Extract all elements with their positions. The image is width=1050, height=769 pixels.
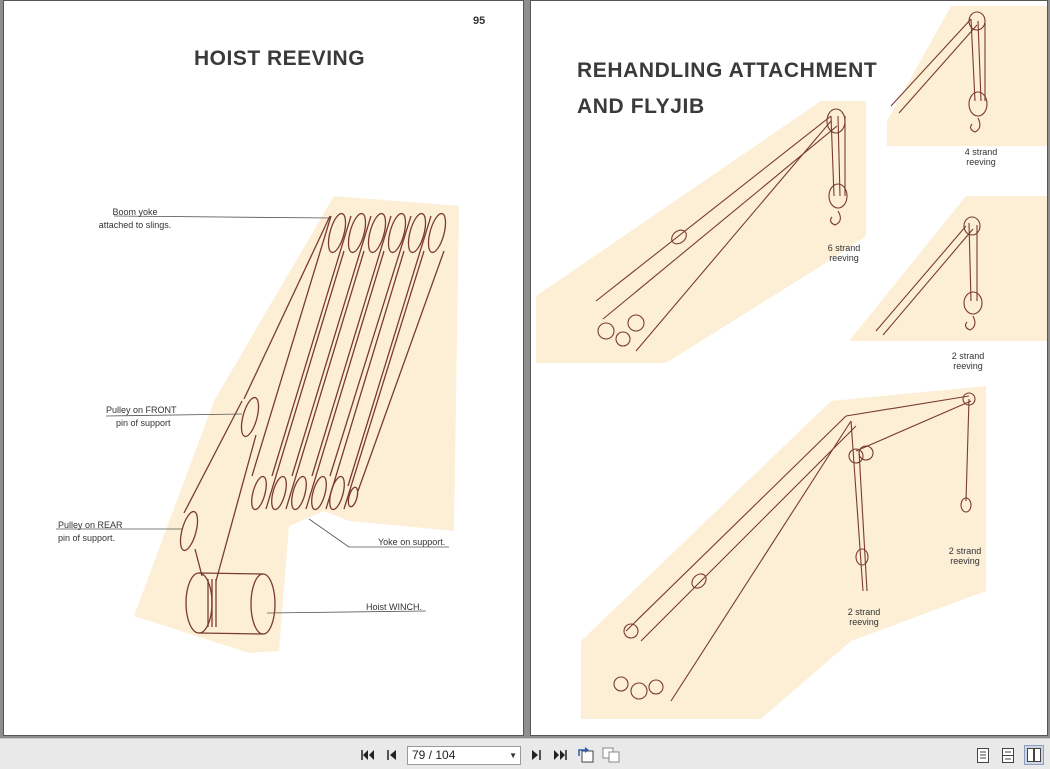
label-2-strand-boom: 2 strand reeving [834,606,894,629]
label-pulley-front-line1: Pulley on FRONT [106,405,177,415]
page-number-value: 79 / 104 [412,748,456,762]
document-viewer: 95 HOIST REEVING [0,0,1050,738]
label-hoist-winch: Hoist WINCH. [366,602,422,612]
two-page-view-icon[interactable] [1024,745,1044,765]
label-pulley-rear-line1: Pulley on REAR [58,520,123,530]
last-page-icon[interactable] [551,746,569,764]
label-2-strand-small-line1: 2 strand [951,351,985,361]
page-title: REHANDLING ATTACHMENT AND FLYJIB [577,53,877,125]
label-pulley-rear: Pulley on REAR pin of support. [58,519,123,545]
label-pulley-front-line2: pin of support [116,418,171,428]
page-number: 95 [473,15,486,27]
label-6-strand: 6 strand reeving [814,242,874,265]
navigation-toolbar: 79 / 104 ▼ [0,738,1050,769]
right-page: 97 REHANDLING ATTACHMENT AND FLYJIB [530,0,1048,736]
page-title-line2: AND FLYJIB [577,95,705,118]
rotate-page-icon[interactable] [577,746,595,764]
label-2-strand-small-line2: reeving [953,361,983,371]
label-4-strand-line1: 4 strand [964,147,998,157]
next-page-icon[interactable] [527,746,545,764]
label-4-strand: 4 strand reeving [951,146,1011,169]
label-boom-yoke: Boom yoke attached to slings. [90,206,180,232]
label-2-strand-flyjib-line1: 2 strand [948,546,982,556]
label-4-strand-line2: reeving [966,157,996,167]
page-title-line1: REHANDLING ATTACHMENT [577,59,878,82]
page-title: HOIST REEVING [194,47,366,70]
page-number-field[interactable]: 79 / 104 ▼ [407,746,521,765]
left-page: 95 HOIST REEVING [3,0,524,736]
chevron-down-icon[interactable]: ▼ [509,751,517,760]
page-layout-icon[interactable] [602,746,620,764]
label-yoke-support: Yoke on support. [378,537,446,547]
label-pulley-front: Pulley on FRONT pin of support [106,404,177,430]
label-6-strand-line1: 6 strand [827,243,861,253]
label-2-strand-boom-line1: 2 strand [847,607,881,617]
label-pulley-rear-line2: pin of support. [58,533,116,543]
label-6-strand-line2: reeving [829,253,859,263]
continuous-view-icon[interactable] [998,745,1018,765]
label-boom-yoke-line2: attached to slings. [98,220,172,230]
previous-page-icon[interactable] [383,746,401,764]
hoist-reeving-diagram [56,196,459,653]
label-2-strand-flyjib-line2: reeving [950,556,980,566]
flyjib-diagrams [536,6,1047,719]
first-page-icon[interactable] [359,746,377,764]
label-boom-yoke-line1: Boom yoke [112,207,158,217]
single-page-view-icon[interactable] [973,745,993,765]
label-2-strand-flyjib: 2 strand reeving [935,545,995,568]
label-2-strand-small: 2 strand reeving [938,350,998,373]
label-2-strand-boom-line2: reeving [849,617,879,627]
